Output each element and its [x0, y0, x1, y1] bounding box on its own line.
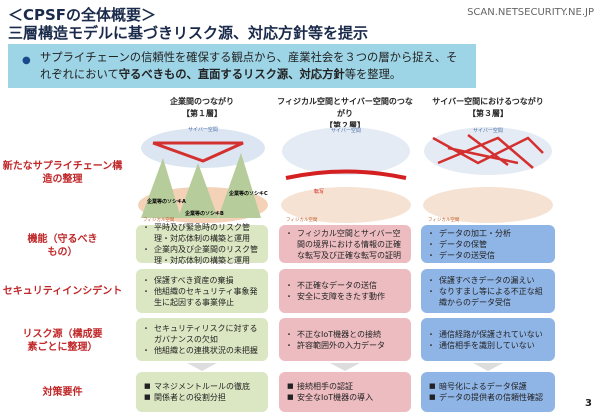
svg-text:フィジカル空間: フィジカル空間 [286, 216, 318, 223]
column-header-1: 企業間のつながり【第１層】 [170, 97, 234, 118]
column-header-2: フィジカル空間とサイバー空間のつながり【第２層】 [277, 97, 413, 130]
column-header-3: サイバー空間におけるつながり【第３層】 [432, 97, 544, 118]
cell-function-layer2: フィジカル空間とサイバー空間の境界における情報の正確な転写及び正確な転写の証明 [279, 225, 411, 263]
layer2-diagram: サイバー空間 転写 フィジカル空間 [281, 127, 411, 223]
source-watermark: SCAN.NETSECURITY.NE.JP [467, 7, 594, 18]
svg-text:転写: 転写 [314, 189, 324, 195]
row-label-risk-source: リスク源（構成要素ごとに整理） [22, 329, 103, 353]
row-label-structure: 新たなサプライチェーン構造の整理 [2, 161, 123, 185]
svg-text:フィジカル空間: フィジカル空間 [143, 216, 175, 223]
summary-banner: ● サプライチェーンの信頼性を確保する観点から、産業社会を３つの層から捉え、それ… [8, 44, 476, 88]
down-arrow-icon [187, 363, 217, 371]
svg-text:サイバー空間: サイバー空間 [188, 126, 218, 133]
banner-text: サプライチェーンの信頼性を確保する観点から、産業社会を３つの層から捉え、それぞれ… [40, 51, 458, 81]
row-label-measures: 対策要件 [42, 387, 83, 398]
svg-text:企業等のソシキC: 企業等のソシキC [228, 190, 268, 197]
cell-incident-layer3: 保護すべきデータの漏えいなりすまし等による不正な組織からのデータ受信 [421, 269, 555, 313]
slide-title-1: ＜CPSFの全体概要＞ [8, 6, 157, 24]
slide-title-2: 三層構造モデルに基づきリスク源、対応方針等を提示 [8, 24, 369, 42]
svg-text:サイバー空間: サイバー空間 [331, 127, 361, 134]
svg-text:フィジカル空間: フィジカル空間 [428, 216, 460, 223]
cell-measures-layer1: マネジメントルールの徹底関係者との役割分担 [136, 372, 268, 412]
cell-function-layer3: データの加工・分析データの保管データの送受信 [421, 225, 555, 263]
layer3-diagram: サイバー空間 フィジカル空間 [423, 127, 553, 223]
down-arrow-icon [330, 363, 360, 371]
cell-risk-layer2: 不正なIoT機器との接続許容範囲外の入力データ [279, 318, 411, 361]
down-arrow-icon [473, 363, 503, 371]
banner-text-end: 等を整理。 [344, 68, 402, 81]
row-label-function: 機能（守るべきもの） [27, 234, 98, 258]
row-label-incident: セキュリティインシデント [2, 286, 123, 297]
svg-text:企業等のソシキB: 企業等のソシキB [184, 210, 224, 217]
cell-incident-layer2: 不正確なデータの送信安全に支障をきたす動作 [279, 269, 411, 313]
cell-risk-layer1: セキュリティリスクに対するガバナンスの欠如他組織との連携状況の未把握 [136, 318, 268, 361]
svg-text:サイバー空間: サイバー空間 [473, 127, 503, 134]
svg-text:企業等のソシキA: 企業等のソシキA [146, 198, 186, 205]
cell-measures-layer2: 接続相手の認証安全なIoT機器の導入 [279, 372, 411, 412]
banner-bold: 守るべきもの、直面するリスク源、対応方針 [118, 68, 345, 81]
layer1-diagram: サイバー空間 企業等のソシキA 企業等のソシキB 企業等のソシキC フィジカル空… [138, 126, 268, 223]
page-number: 3 [585, 398, 592, 409]
cell-risk-layer3: 通信経路が保護されていない通信相手を識別していない [421, 318, 555, 361]
cell-incident-layer1: 保護すべき資産の棄損他組織のセキュリティ事象発生に起因する事業停止 [136, 269, 268, 313]
bullet-icon: ● [22, 55, 31, 66]
cell-measures-layer3: 暗号化によるデータ保護データの提供者の信頼性確認 [421, 372, 555, 412]
cell-function-layer1: 平時及び緊急時のリスク管理・対応体制の構築と運用企業内及び企業間のリスク管理・対… [136, 222, 268, 265]
